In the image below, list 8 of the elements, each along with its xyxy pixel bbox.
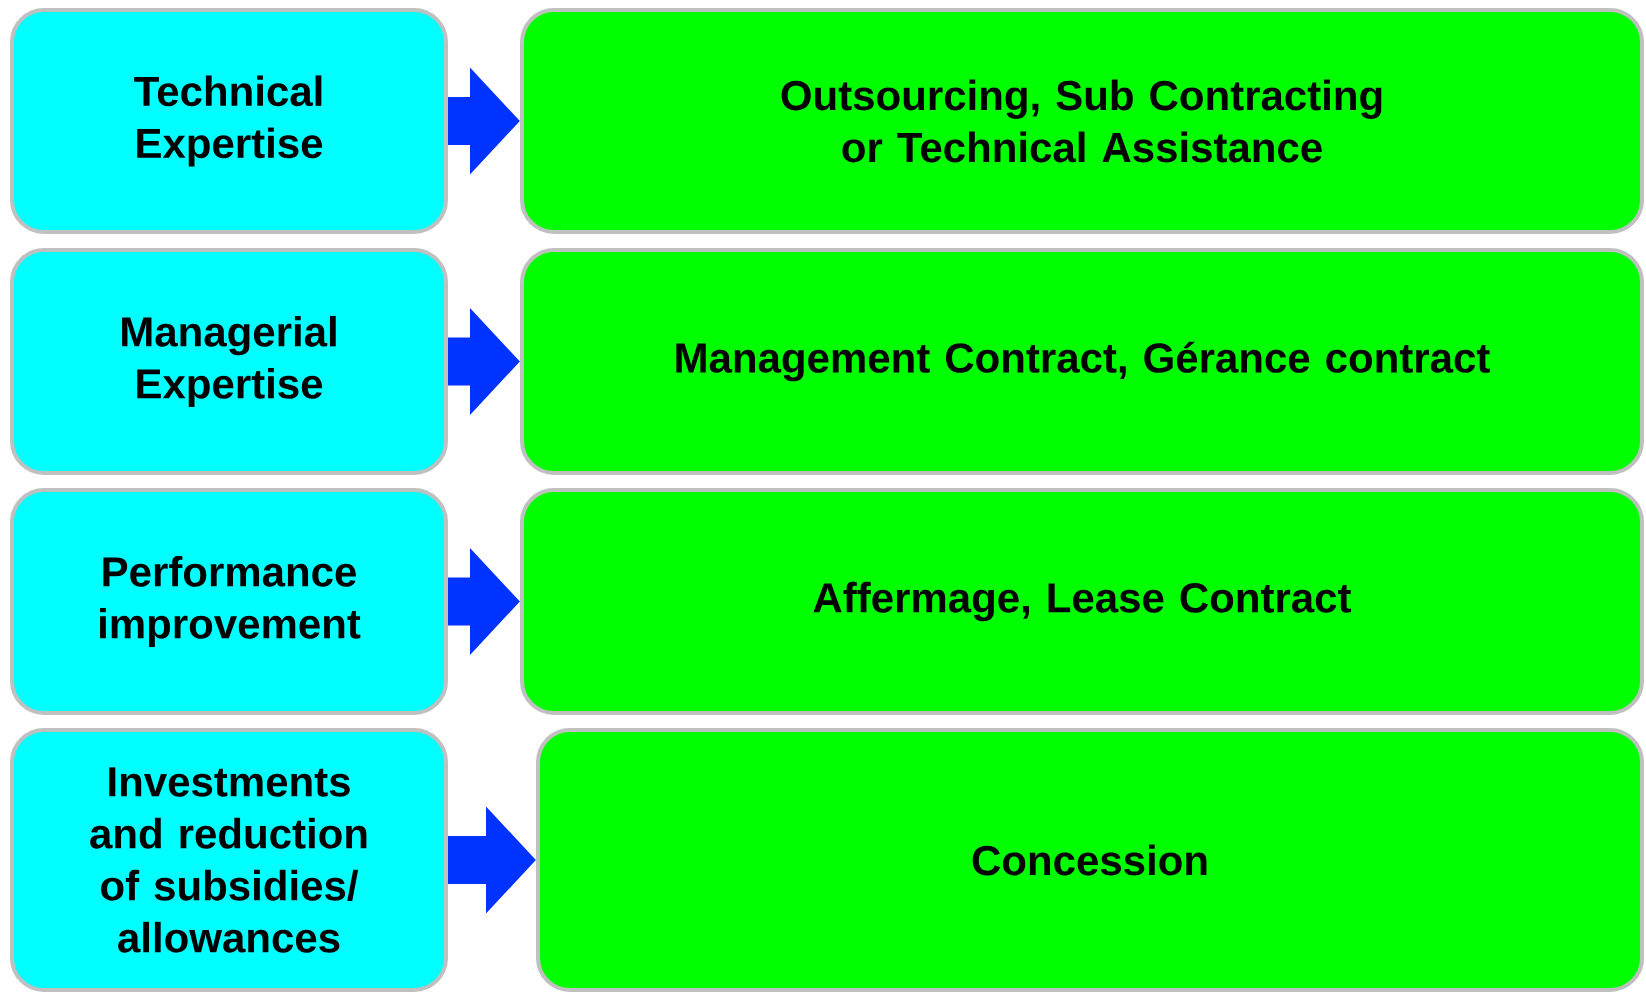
goal-box: Managerial Expertise [10, 248, 448, 475]
goal-box: Technical Expertise [10, 8, 448, 234]
goal-box: Performance improvement [10, 488, 448, 715]
contract-box: Affermage, Lease Contract [520, 488, 1644, 715]
contract-box: Concession [536, 728, 1644, 992]
contract-box: Outsourcing, Sub Contracting or Technical Assistance [520, 8, 1644, 234]
goal-box: Investments and reduction of subsidies/ allowances [10, 728, 448, 992]
contract-box: Management Contract, Gérance contract [520, 248, 1644, 475]
